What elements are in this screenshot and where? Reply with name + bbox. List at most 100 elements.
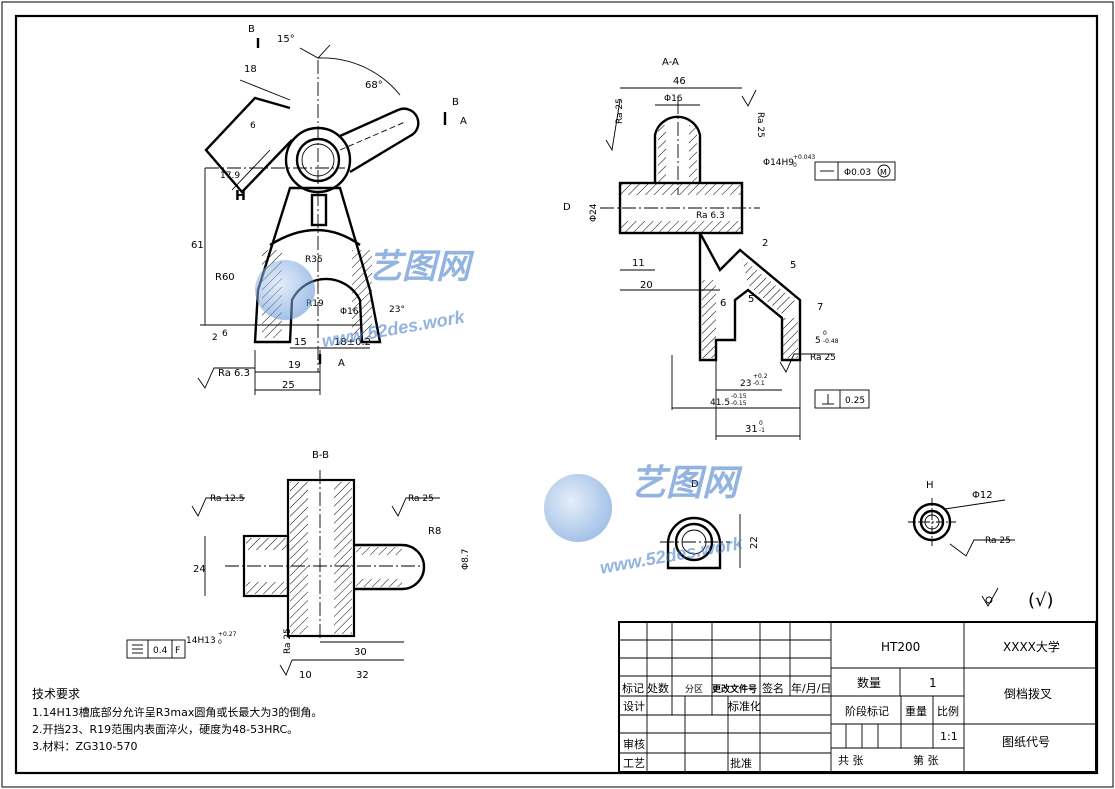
watermark-brand-1: 艺图网 bbox=[368, 248, 475, 286]
ra-25-bb-bottom: Ra 25 bbox=[283, 628, 293, 654]
dim-19: 19 bbox=[288, 360, 301, 371]
ra-25-h: Ra 25 bbox=[985, 536, 1011, 546]
dim-phi14-lo: 0 bbox=[793, 162, 797, 169]
tb-stage: 阶段标记 bbox=[845, 704, 889, 718]
inner-border bbox=[14, 14, 1099, 775]
dim-phi8-7: Φ8.7 bbox=[461, 549, 471, 570]
dim-41-up: -0.15 bbox=[731, 393, 747, 400]
dim-6b: 6 bbox=[222, 329, 228, 339]
tech-notes: 技术要求 1.14H13槽底部分允许呈R3max圆角或长最大为3的倒角。 2.开… bbox=[32, 687, 322, 753]
dim-14h13-up: +0.27 bbox=[218, 631, 237, 638]
dim-31-lo: -1 bbox=[759, 427, 765, 434]
tb-design: 设计 bbox=[623, 700, 645, 713]
mark-b-top: B bbox=[248, 24, 255, 35]
dim-6c: 6 bbox=[720, 298, 726, 309]
dim-23deg: 23° bbox=[389, 305, 405, 315]
dim-24b: 24 bbox=[193, 564, 206, 575]
watermark-brand-2: 艺图网 bbox=[630, 462, 743, 503]
dim-5-lo: -0.48 bbox=[823, 338, 839, 345]
view-d-title: D bbox=[691, 479, 699, 490]
mark-b-right: B bbox=[452, 97, 459, 108]
dim-14h13: 14H13 bbox=[186, 636, 216, 646]
dim-20: 20 bbox=[640, 280, 653, 291]
dim-6: 6 bbox=[250, 121, 256, 131]
tb-sign: 签名 bbox=[762, 681, 784, 695]
tb-qty-value: 1 bbox=[929, 676, 937, 690]
tb-approve: 批准 bbox=[730, 756, 752, 770]
dim-25: 25 bbox=[282, 380, 295, 391]
dim-30: 30 bbox=[354, 647, 367, 658]
tb-scale-value: 1:1 bbox=[940, 730, 958, 743]
tech-notes-title: 技术要求 bbox=[32, 687, 80, 701]
ra-12-5-bb: Ra 12.5 bbox=[210, 494, 244, 504]
tb-mark: 标记 bbox=[622, 681, 644, 695]
view-h-title: H bbox=[926, 480, 934, 491]
tol-phi0-03: Φ0.03 bbox=[844, 168, 871, 178]
dim-2b: 2 bbox=[762, 238, 768, 249]
dim-23-up: +0.2 bbox=[753, 373, 768, 380]
section-bb-view: B-B 24 R8 Φ8.7 10 30 32 14H13 +0.27 0 bbox=[126, 450, 471, 681]
tb-total: 共 张 bbox=[838, 754, 864, 767]
tb-qty-label: 数量 bbox=[857, 675, 881, 690]
section-aa-title: A-A bbox=[662, 57, 679, 68]
view-d-marker: D bbox=[563, 202, 571, 213]
dim-phi14-up: +0.043 bbox=[793, 154, 815, 161]
mark-a-right: A bbox=[460, 116, 467, 127]
dim-5: 5 bbox=[790, 260, 796, 271]
tech-note-1: 1.14H13槽底部分允许呈R3max圆角或长最大为3的倒角。 bbox=[32, 705, 322, 719]
dim-phi12: Φ12 bbox=[972, 490, 993, 501]
tol-perp-value: 0.25 bbox=[845, 396, 865, 406]
dim-phi16: Φ16 bbox=[664, 94, 683, 104]
tb-scale-label: 比例 bbox=[937, 704, 959, 718]
ra-6-3-bore: Ra 6.3 bbox=[696, 211, 725, 221]
dim-r35: R35 bbox=[305, 255, 323, 265]
ra-6-3-front: Ra 6.3 bbox=[218, 368, 250, 379]
dim-41-lo: -0.15 bbox=[731, 400, 747, 407]
dim-phi24: Φ24 bbox=[589, 203, 599, 222]
tech-note-2: 2.开挡23、R19范围内表面淬火，硬度为48-53HRC。 bbox=[32, 722, 298, 736]
tb-review: 审核 bbox=[623, 737, 645, 751]
dim-31: 31 bbox=[745, 424, 758, 435]
tb-school: XXXX大学 bbox=[1003, 639, 1060, 654]
watermark-globe-icon bbox=[255, 260, 315, 320]
dim-15deg: 15° bbox=[277, 34, 295, 45]
dim-2: 2 bbox=[212, 333, 218, 343]
tb-page: 第 张 bbox=[913, 753, 939, 767]
tech-note-3: 3.材料：ZG310-570 bbox=[32, 739, 138, 753]
dim-61: 61 bbox=[191, 240, 204, 251]
ra-25-aa-left: Ra 25 bbox=[615, 98, 625, 124]
dim-68deg: 68° bbox=[365, 80, 383, 91]
dim-phi14h9: Φ14H9 bbox=[763, 158, 794, 168]
tb-date: 年/月/日 bbox=[791, 681, 831, 695]
dim-5-tol: 5 bbox=[815, 336, 821, 346]
view-d: D 22 bbox=[660, 479, 760, 570]
watermark-globe-icon-2 bbox=[544, 474, 612, 542]
dim-23-lo: -0.1 bbox=[753, 380, 765, 387]
tol-sym-value: 0.4 bbox=[153, 646, 168, 656]
mark-a-bottom: A bbox=[338, 358, 345, 369]
ra-25-aa-right: Ra 25 bbox=[755, 112, 765, 138]
dim-14h13-lo: 0 bbox=[218, 639, 222, 646]
dim-5-up: 0 bbox=[823, 330, 827, 337]
section-bb-title: B-B bbox=[312, 450, 329, 461]
tb-material: HT200 bbox=[881, 640, 920, 654]
dim-10: 10 bbox=[299, 670, 312, 681]
roughness-other-icon bbox=[981, 587, 999, 607]
dim-15: 15 bbox=[294, 337, 307, 348]
dim-32: 32 bbox=[356, 670, 369, 681]
dim-23: 23 bbox=[740, 379, 751, 389]
tb-weight: 重量 bbox=[905, 704, 927, 718]
dim-18: 18 bbox=[244, 64, 257, 75]
tb-count: 处数 bbox=[647, 682, 669, 695]
dim-phi16-front: Φ16 bbox=[340, 307, 359, 317]
other-roughness-note: (√) bbox=[1028, 590, 1054, 611]
h-view-marker: H bbox=[235, 189, 246, 204]
ra-25-bb-right: Ra 25 bbox=[408, 494, 434, 504]
dim-5b: 5 bbox=[748, 294, 754, 305]
tb-zone: 分区 bbox=[685, 684, 703, 695]
tol-sym-ref: F bbox=[175, 646, 180, 656]
dim-7: 7 bbox=[817, 302, 823, 313]
dim-31-up: 0 bbox=[759, 420, 763, 427]
